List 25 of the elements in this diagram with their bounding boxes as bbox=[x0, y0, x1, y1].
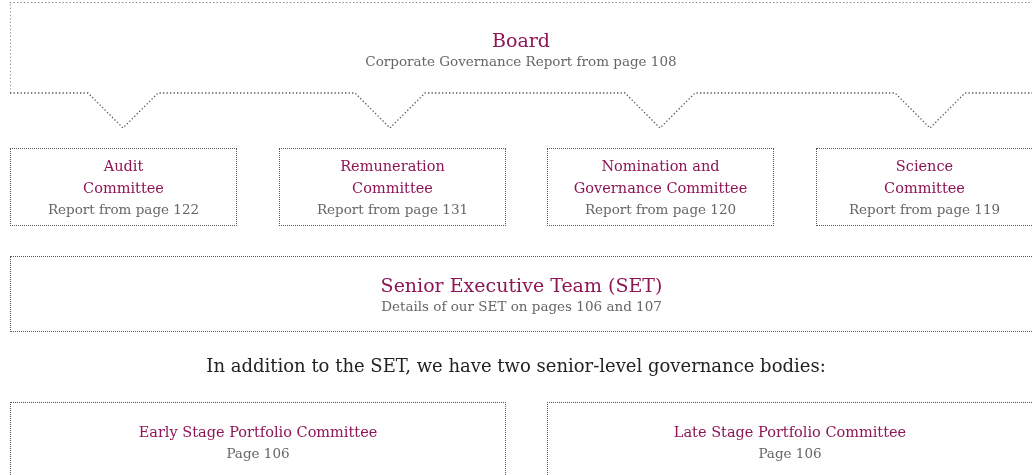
committee-box bbox=[547, 402, 1032, 475]
committee-title: Board bbox=[492, 28, 550, 52]
committee-title: Audit Committee bbox=[82, 157, 165, 198]
committee-title: Early Stage Portfolio Committee bbox=[138, 423, 378, 442]
committee-title: Remuneration Committee bbox=[339, 157, 446, 198]
intro-sentence: In addition to the SET, we have two senior-level governance bodies: bbox=[205, 355, 827, 376]
committee-title: Science Committee bbox=[883, 157, 966, 198]
committee-box bbox=[10, 256, 1032, 332]
page-reference: Report from page 119 bbox=[848, 200, 1001, 219]
page-reference: Corporate Governance Report from page 108 bbox=[365, 52, 677, 70]
page-reference: Page 106 bbox=[226, 444, 290, 463]
page-reference: Report from page 122 bbox=[47, 200, 200, 219]
committee-box bbox=[279, 148, 506, 226]
committee-title: Nomination and Governance Committee bbox=[572, 157, 749, 198]
committee-box bbox=[816, 148, 1032, 226]
board-box bbox=[10, 2, 1032, 128]
page-reference: Report from page 120 bbox=[584, 200, 737, 219]
page-reference: Report from page 131 bbox=[316, 200, 469, 219]
committee-title: Late Stage Portfolio Committee bbox=[673, 423, 907, 442]
committee-title: Senior Executive Team (SET) bbox=[380, 273, 663, 297]
page-reference: Page 106 bbox=[758, 444, 822, 463]
committee-box bbox=[10, 148, 237, 226]
committee-box bbox=[547, 148, 774, 226]
page-reference: Details of our SET on pages 106 and 107 bbox=[381, 297, 662, 315]
committee-box bbox=[10, 402, 506, 475]
